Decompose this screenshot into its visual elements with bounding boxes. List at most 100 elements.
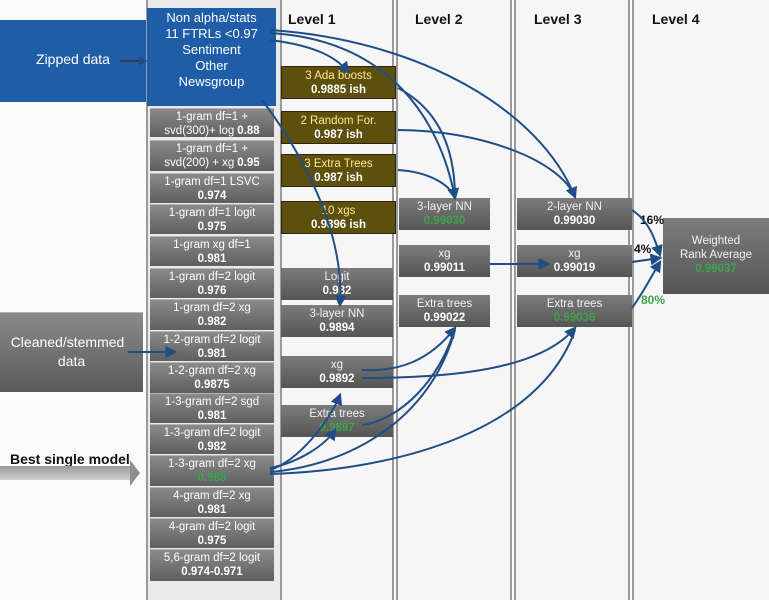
level1-gold-score: 0.987 ish [314,172,363,184]
level0-model-label-2: svd(300)+ log [164,125,235,137]
level4-line-2: Rank Average [679,249,753,261]
level0-model-label: 1-gram df=2 xg [173,302,251,314]
level0-model-score: 0.975 [197,221,227,233]
best-single-model-label: Best single model [10,451,130,467]
cleaned-data-box: Cleaned/stemmed data [0,312,143,392]
cleaned-data-label-1: Cleaned/stemmed [10,334,125,350]
level0-model-label: 1-gram df=1 + [175,143,249,155]
level0-model-score: 0.9875 [194,379,230,391]
level0-model-label: 1-3-gram df=2 sgd [164,396,260,408]
level2-box: xg 0.99011 [399,245,490,277]
level0-model-box: 1-2-gram df=2 xg 0.9875 [150,362,274,393]
level2-heading: Level 2 [415,11,463,27]
level1-gray-score: 0.9894 [319,322,355,334]
level1-gray-label: 3-layer NN [309,308,365,320]
level1-gold-label: 3 Extra Trees [304,158,373,170]
level0-model-score: 0.976 [197,285,227,297]
level0-model-score: 0.981 [197,253,227,265]
weight-4: 4% [634,242,652,256]
level0-model-score: 0.95 [237,157,260,169]
level0-model-label: 4-gram df=2 xg [173,490,251,502]
level3-score: 0.99030 [553,215,596,227]
level0-model-box: 1-3-gram df=2 logit 0.982 [150,424,274,454]
level2-label: Extra trees [416,298,473,310]
level3-score: 0.99036 [553,312,596,324]
feature-line-2: 11 FTRLs <0.97 [165,26,258,41]
level4-score: 0.99037 [695,263,737,275]
level0-model-label: 1-2-gram df=2 logit [163,334,261,346]
level0-model-label: 1-3-gram df=2 logit [163,427,261,439]
level0-model-label: 1-gram df=1 + [175,111,249,123]
level1-heading: Level 1 [288,11,336,27]
level1-gold-box: 3 Ada boosts 0.9885 ish [281,66,396,99]
level1-gold-box: 10 xgs 0.9896 ish [281,201,396,234]
level1-gold-box: 3 Extra Trees 0.987 ish [281,154,396,187]
level3-heading: Level 3 [534,11,582,27]
level0-model-box: 1-gram df=2 logit 0.976 [150,268,274,298]
level4-line-1: Weighted [691,235,741,247]
level0-model-label: 1-gram xg df=1 [173,239,251,251]
level1-gold-label: 10 xgs [321,205,356,217]
level1-gray-label: Extra trees [309,408,365,420]
weight-16: 16% [640,213,665,227]
level1-gold-label: 2 Random For. [300,115,377,127]
level1-gold-score: 0.9896 ish [311,219,366,231]
level0-model-label: 1-gram df=1 LSVC [164,176,260,188]
level3-score: 0.99019 [553,262,596,274]
level1-gray-box: 3-layer NN 0.9894 [281,305,393,337]
level1-gold-score: 0.987 ish [314,129,363,141]
level0-model-label: 5,6-gram df=2 logit [163,552,261,564]
level2-label: xg [438,248,451,260]
level0-model-label: 1-gram df=1 logit [168,207,256,219]
cleaned-data-label-2: data [57,353,86,369]
level1-gold-box: 2 Random For. 0.987 ish [281,111,396,144]
level0-model-box: 1-gram df=2 xg 0.982 [150,299,274,330]
level3-box: 2-layer NN 0.99030 [517,198,632,230]
level0-model-score: 0.982 [197,441,227,453]
level0-model-box: 4-gram df=2 xg 0.981 [150,487,274,517]
level4-heading: Level 4 [652,11,700,27]
level2-score: 0.99011 [424,262,465,274]
level1-gray-box: xg 0.9892 [281,356,393,388]
best-model-arrow-bar [0,466,130,480]
feature-line-4: Other [195,58,228,73]
level0-model-box: 1-3-gram df=2 xg 0.988 [150,455,274,486]
level0-model-score: 0.988 [197,472,227,484]
level0-model-label: 1-3-gram df=2 xg [168,458,256,470]
level1-gray-label: Logit [324,271,350,283]
level1-gray-label: xg [330,359,344,371]
level1-gray-box: Logit 0.982 [281,268,393,300]
level1-gray-score: 0.9892 [319,373,355,385]
feature-line-1: Non alpha/stats [166,10,257,25]
level1-gray-score: 0.9897 [319,422,355,434]
level1-gray-box: Extra trees 0.9897 [281,405,393,437]
level0-model-label: 1-2-gram df=2 xg [168,365,256,377]
level3-label: Extra trees [546,298,603,310]
feature-sets-box: Non alpha/stats 11 FTRLs <0.97 Sentiment… [147,8,276,106]
feature-line-5: Newsgroup [178,74,245,89]
level0-model-box: 1-gram df=1 logit 0.975 [150,204,274,234]
level0-model-box: 1-3-gram df=2 sgd 0.981 [150,393,274,423]
level0-model-score: 0.981 [197,410,227,422]
weighted-rank-average-box: Weighted Rank Average 0.99037 [663,218,769,294]
level1-gold-score: 0.9885 ish [311,84,366,96]
level1-gray-score: 0.982 [322,285,352,297]
feature-line-3: Sentiment [182,42,241,57]
level0-model-box: 1-gram xg df=1 0.981 [150,236,274,266]
level2-score: 0.99030 [423,215,466,227]
level0-model-score: 0.982 [197,316,227,328]
level3-label: 2-layer NN [547,201,602,213]
weight-80: 80% [641,293,666,307]
level0-model-score: 0.981 [197,504,227,516]
level0-model-score: 0.975 [197,535,227,547]
level0-model-label: 1-gram df=2 logit [168,271,256,283]
level1-gold-label: 3 Ada boosts [305,70,372,82]
